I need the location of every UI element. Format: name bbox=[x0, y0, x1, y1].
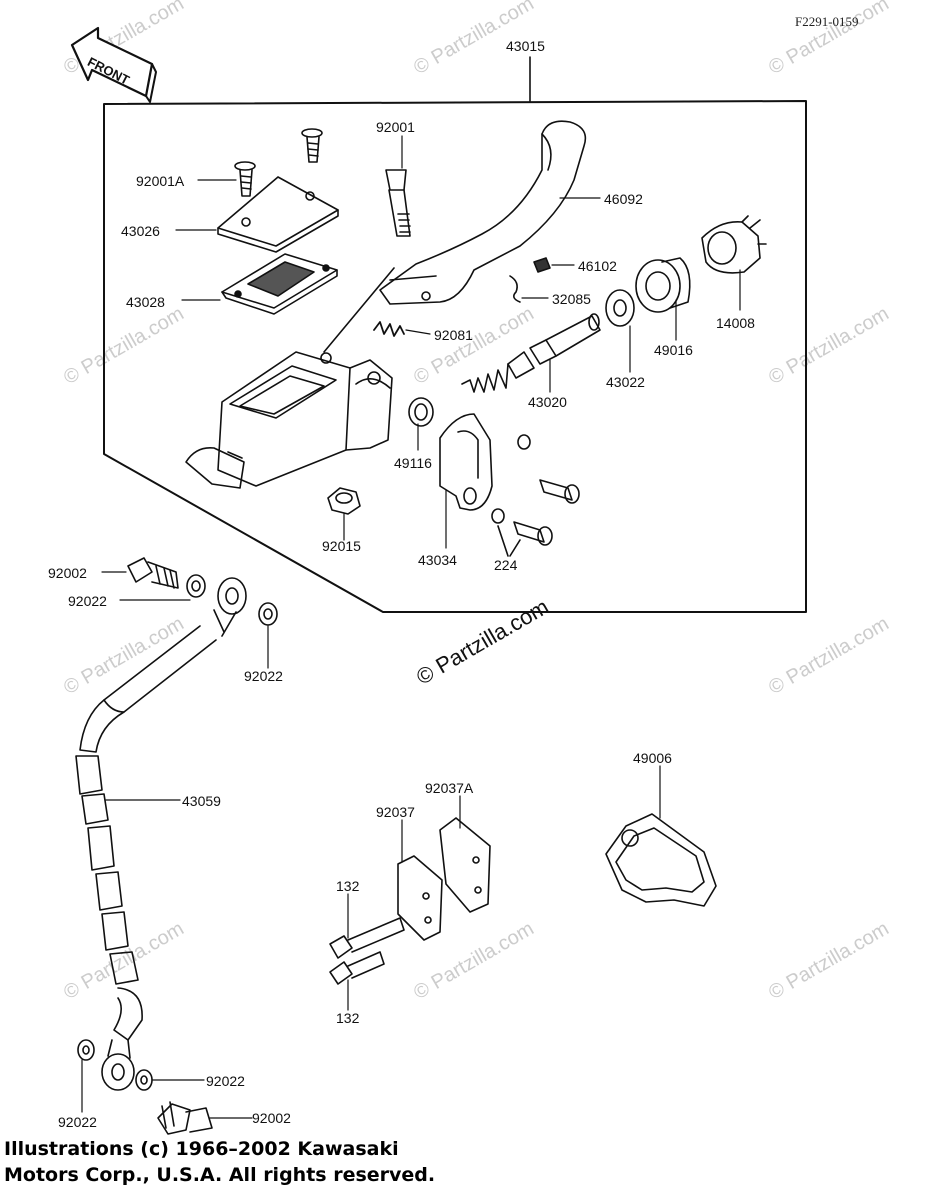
part-label-92001a[interactable]: 92001A bbox=[136, 173, 185, 189]
screw-92001a bbox=[234, 161, 256, 197]
washer-bottom-left bbox=[77, 1039, 95, 1061]
part-label-92022-bottom-right[interactable]: 92022 bbox=[206, 1073, 245, 1089]
part-label-43015[interactable]: 43015 bbox=[506, 38, 545, 54]
reservoir-cap-43026 bbox=[217, 176, 339, 253]
pivot-bolt-92001 bbox=[385, 169, 411, 237]
part-label-92002-bottom[interactable]: 92002 bbox=[252, 1110, 291, 1126]
lever-46092 bbox=[379, 120, 587, 305]
washer-top-left bbox=[186, 574, 206, 598]
clamp-bolts-224 bbox=[491, 434, 580, 557]
part-label-92022-top-right[interactable]: 92022 bbox=[244, 668, 283, 684]
clip-32085 bbox=[509, 275, 521, 303]
bracket-92037a bbox=[439, 817, 491, 913]
part-label-43026[interactable]: 43026 bbox=[121, 223, 160, 239]
part-label-92015[interactable]: 92015 bbox=[322, 538, 361, 554]
part-label-46092[interactable]: 46092 bbox=[604, 191, 643, 207]
part-label-49006[interactable]: 49006 bbox=[633, 750, 672, 766]
washer-top-right bbox=[258, 602, 278, 626]
bolt-132-upper bbox=[329, 917, 405, 959]
part-label-46102[interactable]: 46102 bbox=[578, 258, 617, 274]
washer-43022 bbox=[605, 289, 635, 327]
copyright-line-1: Illustrations (c) 1966–2002 Kawasaki bbox=[4, 1138, 399, 1160]
part-label-43020[interactable]: 43020 bbox=[528, 394, 567, 410]
bracket-92037 bbox=[397, 855, 443, 941]
banjo-bolt-bottom bbox=[157, 1101, 213, 1135]
part-label-43022[interactable]: 43022 bbox=[606, 374, 645, 390]
cover-14008 bbox=[701, 215, 767, 274]
part-label-49016[interactable]: 49016 bbox=[654, 342, 693, 358]
part-label-43034[interactable]: 43034 bbox=[418, 552, 457, 568]
part-label-92022-top-left[interactable]: 92022 bbox=[68, 593, 107, 609]
brake-hose-43059 bbox=[75, 577, 247, 1091]
cover-49006 bbox=[605, 813, 717, 907]
part-label-43028[interactable]: 43028 bbox=[126, 294, 165, 310]
spring-92081 bbox=[373, 321, 405, 337]
part-label-132-bottom[interactable]: 132 bbox=[336, 1010, 360, 1026]
bolt-132-lower bbox=[329, 951, 385, 985]
master-cylinder-body bbox=[185, 351, 393, 489]
seal-49016 bbox=[635, 257, 691, 313]
nut-92015 bbox=[327, 487, 361, 515]
diagram-code: F2291-0159 bbox=[795, 14, 859, 29]
part-label-92001[interactable]: 92001 bbox=[376, 119, 415, 135]
part-label-32085[interactable]: 32085 bbox=[552, 291, 591, 307]
clamp-43034 bbox=[439, 413, 493, 511]
part-label-92037[interactable]: 92037 bbox=[376, 804, 415, 820]
front-arrow-icon bbox=[70, 26, 157, 103]
screw-upper bbox=[301, 128, 323, 163]
piston-43020 bbox=[461, 313, 601, 393]
banjo-bolt-top bbox=[127, 557, 179, 589]
part-label-132-top[interactable]: 132 bbox=[336, 878, 360, 894]
part-label-92002-top[interactable]: 92002 bbox=[48, 565, 87, 581]
boot-49116 bbox=[408, 397, 434, 427]
assembly-outline bbox=[103, 100, 807, 613]
washer-bottom-right bbox=[135, 1069, 153, 1091]
copyright-line-2: Motors Corp., U.S.A. All rights reserved… bbox=[4, 1164, 436, 1186]
diaphragm-43028 bbox=[221, 253, 338, 315]
part-label-14008[interactable]: 14008 bbox=[716, 315, 755, 331]
part-label-92081[interactable]: 92081 bbox=[434, 327, 473, 343]
part-label-49116[interactable]: 49116 bbox=[394, 455, 432, 471]
part-label-43059[interactable]: 43059 bbox=[182, 793, 221, 809]
part-label-224[interactable]: 224 bbox=[494, 557, 518, 573]
adjuster-46102 bbox=[533, 257, 551, 273]
part-label-92037a[interactable]: 92037A bbox=[425, 780, 474, 796]
part-label-92022-bottom-left[interactable]: 92022 bbox=[58, 1114, 97, 1130]
